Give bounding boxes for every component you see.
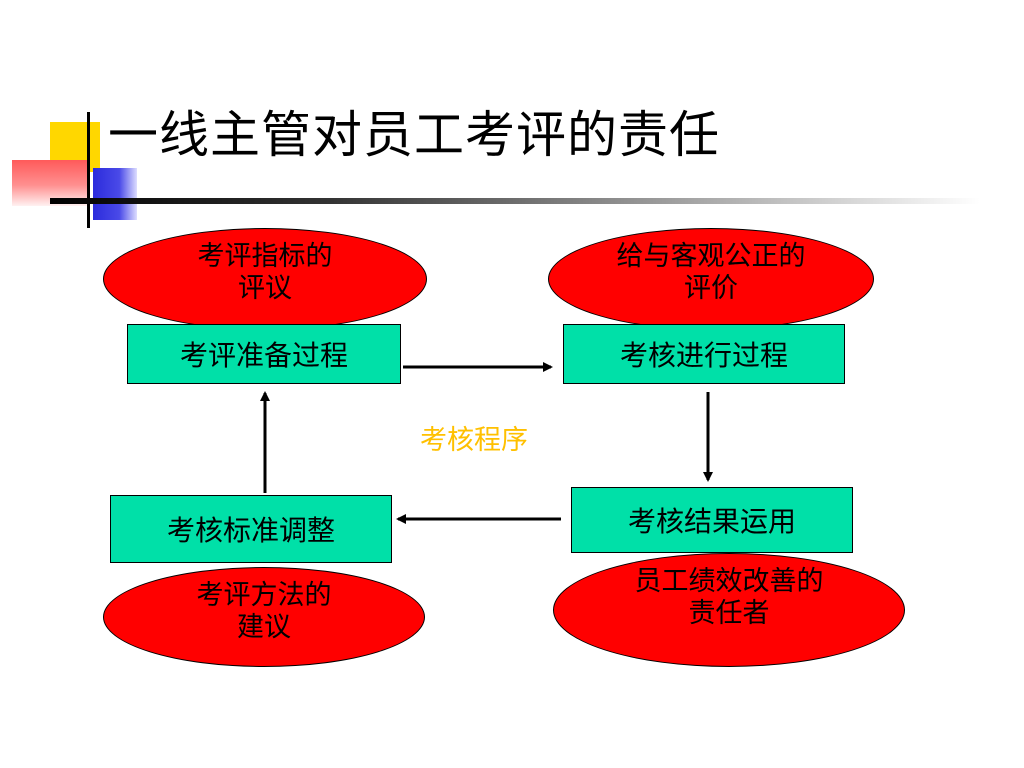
ellipse-method-suggestion: 考评方法的 建议 [103, 567, 425, 667]
box-execution-process-label: 考核进行过程 [619, 339, 788, 372]
ellipse-performance-improvement: 员工绩效改善的 责任者 [553, 553, 905, 667]
ellipse-performance-improvement-text: 员工绩效改善的 责任者 [634, 566, 824, 629]
ellipse-fair-evaluation: 给与客观公正的 评价 [548, 228, 874, 330]
box-preparation-process: 考评准备过程 [127, 324, 401, 384]
ellipse-indicator-review: 考评指标的 评议 [103, 228, 427, 330]
ellipse-fair-evaluation-text: 给与客观公正的 评价 [616, 241, 806, 304]
box-standard-adjustment-label: 考核标准调整 [166, 514, 335, 547]
process-cycle-label: 考核程序 [420, 425, 528, 456]
box-preparation-process-label: 考评准备过程 [179, 339, 348, 372]
box-result-application: 考核结果运用 [571, 487, 853, 553]
box-standard-adjustment: 考核标准调整 [110, 495, 392, 563]
ellipse-method-suggestion-text: 考评方法的 建议 [196, 580, 332, 643]
box-result-application-label: 考核结果运用 [627, 505, 796, 538]
box-execution-process: 考核进行过程 [563, 324, 845, 384]
slide-title: 一线主管对员工考评的责任 [108, 106, 720, 164]
ellipse-indicator-review-text: 考评指标的 评议 [197, 241, 333, 304]
decor-blue-square [93, 168, 137, 220]
title-underline [50, 198, 980, 204]
decor-vertical-line [87, 112, 90, 228]
